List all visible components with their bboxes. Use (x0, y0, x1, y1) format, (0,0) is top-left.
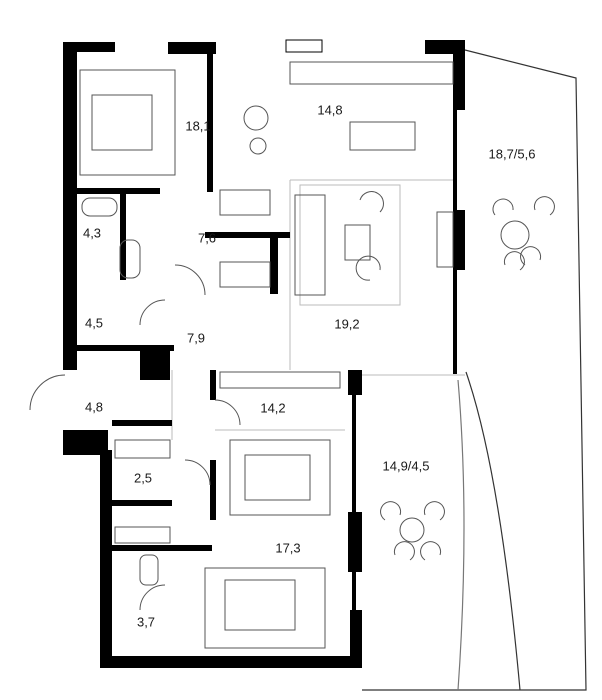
bed-3 (204, 567, 326, 649)
room-area-bedroom-2: 14,2 (260, 400, 286, 416)
balcony-outline (362, 49, 587, 691)
walls (63, 39, 465, 668)
room-area-kitchen: 14,8 (317, 102, 343, 118)
bed-2 (229, 439, 331, 516)
room-area-balcony-1: 18,7/5,6 (488, 146, 536, 162)
room-area-bedroom-3: 17,3 (275, 540, 301, 556)
furniture (29, 61, 555, 649)
room-area-bedroom-1: 18,1 (185, 118, 211, 134)
thin-lines (171, 179, 465, 440)
room-area-balcony-2: 14,9/4,5 (382, 458, 430, 474)
room-area-storage: 2,5 (133, 470, 153, 486)
room-area-living-room: 19,2 (334, 316, 360, 332)
bed-1 (79, 69, 176, 176)
room-area-bathroom-2: 4,5 (84, 315, 104, 331)
room-area-bathroom-1: 4,3 (82, 225, 102, 241)
room-area-entry: 4,8 (84, 399, 104, 415)
room-area-bathroom-3: 3,7 (136, 614, 156, 630)
room-area-wardrobe: 7,6 (197, 230, 217, 246)
room-area-hall: 7,9 (186, 330, 206, 346)
